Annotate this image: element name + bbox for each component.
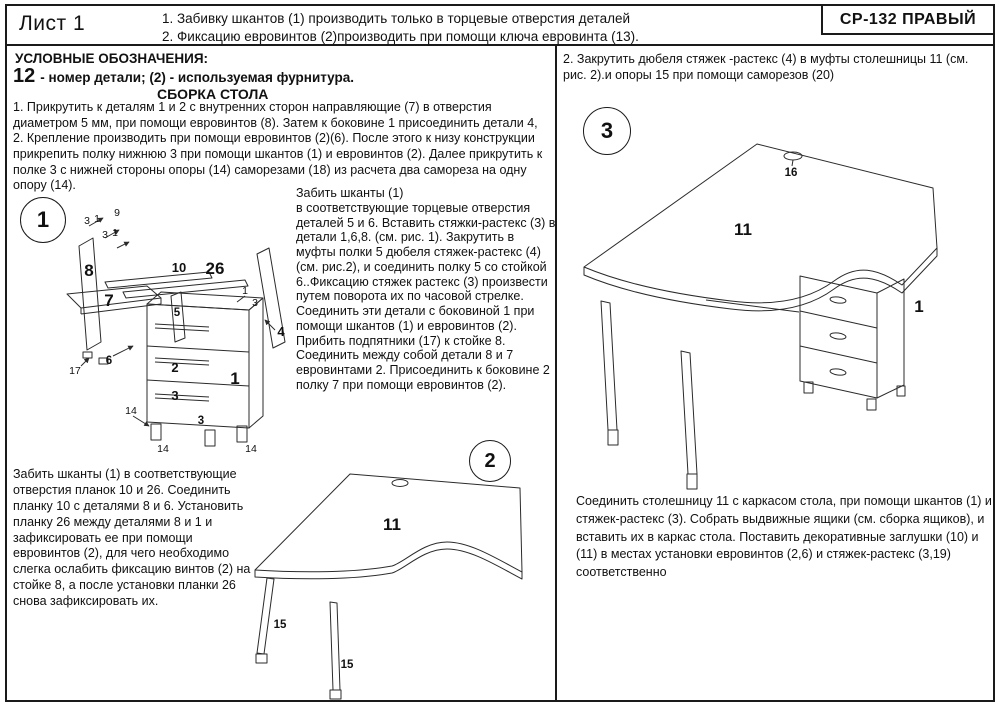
dim-label: 3 bbox=[84, 215, 90, 227]
part-label: 15 bbox=[274, 619, 287, 631]
figure1-frame-drawing: 8 7 10 26 5 2 3 1 3 4 6 17 14 14 14 3 1 bbox=[66, 207, 286, 455]
part-label: 11 bbox=[383, 515, 401, 534]
part-label: 3 bbox=[198, 415, 204, 427]
part-label: 26 bbox=[206, 259, 225, 278]
legend-part-number: 12 bbox=[13, 65, 36, 87]
part-label: 1 bbox=[914, 297, 923, 316]
dim-label: 1 bbox=[94, 213, 100, 225]
legend-text: - номер детали; (2) - используемая фурни… bbox=[40, 70, 355, 85]
figure2-part-labels: 11 15 15 bbox=[274, 515, 401, 671]
dim-label: 9 bbox=[114, 207, 120, 219]
part-label: 1 bbox=[230, 369, 239, 388]
header-notes: 1. Забивку шкантов (1) производить тольк… bbox=[162, 10, 639, 46]
legend-line: 12 - номер детали; (2) - используемая фу… bbox=[13, 65, 354, 88]
assembly-title: СБОРКА СТОЛА bbox=[157, 86, 269, 102]
part-label: 7 bbox=[104, 291, 113, 310]
main-area: УСЛОВНЫЕ ОБОЗНАЧЕНИЯ: 12 - номер детали;… bbox=[7, 46, 993, 700]
part-label: 11 bbox=[734, 220, 752, 239]
step5-text: Соединить столешницу 11 с каркасом стола… bbox=[576, 494, 992, 579]
part-label: 14 bbox=[125, 405, 137, 417]
part-label: 3 bbox=[171, 388, 178, 403]
figure2-badge: 2 bbox=[469, 440, 511, 482]
header: Лист 1 1. Забивку шкантов (1) производит… bbox=[7, 6, 993, 46]
figure3-linework bbox=[583, 143, 938, 490]
step3-text: Забить шканты (1) в соответствующие отве… bbox=[13, 467, 251, 608]
part-label: 17 bbox=[69, 365, 81, 377]
instruction-sheet: Лист 1 1. Забивку шкантов (1) производит… bbox=[5, 4, 995, 702]
part-label: 10 bbox=[172, 260, 186, 275]
figure3-part-labels: 16 11 1 bbox=[734, 167, 924, 316]
legend-title: УСЛОВНЫЕ ОБОЗНАЧЕНИЯ: bbox=[15, 51, 209, 66]
figure1-badge: 1 bbox=[20, 197, 66, 243]
figure2-linework bbox=[254, 473, 523, 700]
header-note-2: 2. Фиксацию евровинтов (2)производить пр… bbox=[162, 28, 639, 44]
header-note-1: 1. Забивку шкантов (1) производить тольк… bbox=[162, 11, 631, 26]
part-label: 2 bbox=[171, 360, 178, 375]
part-label: 14 bbox=[245, 443, 257, 455]
part-label: 6 bbox=[106, 355, 112, 367]
dim-label: 1 bbox=[242, 285, 248, 297]
model-code: СР-132 ПРАВЫЙ bbox=[821, 6, 993, 35]
step1-text: 1. Прикрутить к деталям 1 и 2 с внутренн… bbox=[13, 100, 543, 193]
figure1-linework bbox=[66, 217, 286, 447]
figure1-part-labels: 8 7 10 26 5 2 3 1 3 4 6 17 14 14 14 3 1 bbox=[69, 207, 285, 455]
sheet-title: Лист 1 bbox=[19, 12, 86, 35]
part-label: 14 bbox=[157, 443, 169, 455]
dim-label: 3 bbox=[252, 297, 258, 309]
part-label: 4 bbox=[277, 324, 285, 339]
part-label: 5 bbox=[174, 307, 181, 319]
dim-label: 3 bbox=[102, 229, 108, 241]
figure3-badge: 3 bbox=[583, 107, 631, 155]
step2-text: Забить шканты (1) в соответствующие торц… bbox=[296, 186, 556, 392]
part-label: 16 bbox=[785, 167, 798, 179]
dim-label: 1 bbox=[112, 227, 118, 239]
figure3-assembled-desk-drawing: 16 11 1 bbox=[583, 143, 938, 490]
part-label: 15 bbox=[341, 659, 354, 671]
step4-text: 2. Закрутить дюбеля стяжек -растекс (4) … bbox=[563, 52, 969, 82]
part-label: 8 bbox=[84, 261, 93, 280]
right-column: 2. Закрутить дюбеля стяжек -растекс (4) … bbox=[557, 46, 993, 700]
figure2-desktop-drawing: 11 15 15 bbox=[254, 473, 523, 700]
left-column: УСЛОВНЫЕ ОБОЗНАЧЕНИЯ: 12 - номер детали;… bbox=[7, 46, 557, 700]
